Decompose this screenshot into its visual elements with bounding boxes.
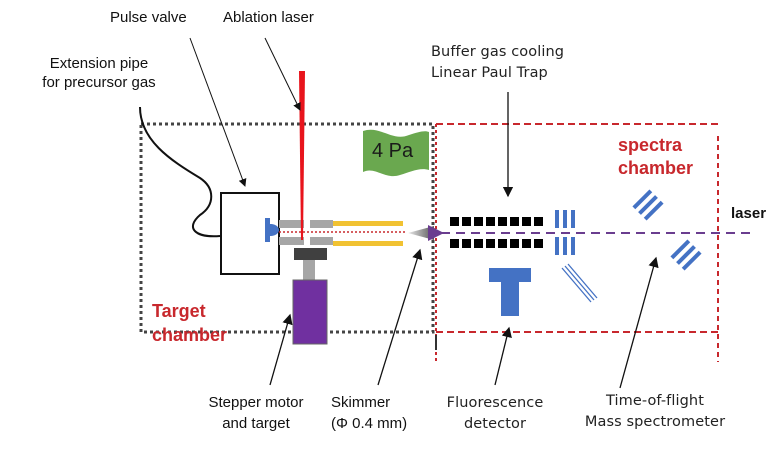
probe-laser-label: laser <box>731 205 767 222</box>
source-block-lower-right <box>310 237 333 245</box>
fluorescence-label-line1: Fluorescence <box>446 395 544 411</box>
tof-label-line2: Mass spectrometer <box>584 414 726 430</box>
paul-trap-lower-electrodes <box>450 239 543 248</box>
ion-lens-upper <box>555 210 575 228</box>
pulse-valve-nozzle <box>265 218 279 242</box>
skimmer <box>408 226 434 240</box>
source-block-upper-left <box>279 220 304 228</box>
target-holder <box>294 248 327 260</box>
pulse-valve-label: Pulse valve <box>110 9 187 26</box>
extension-pipe-label-line1: Extension pipe <box>49 55 149 72</box>
extension-pipe-label-line2: for precursor gas <box>42 74 156 91</box>
target-shaft <box>303 260 315 280</box>
source-block-upper-right <box>310 220 333 228</box>
paul-trap-label-line2: Linear Paul Trap <box>431 65 548 81</box>
extension-pipe <box>139 106 221 238</box>
stepper-motor <box>292 279 328 345</box>
guide-rod-upper <box>333 221 403 226</box>
ablation-laser-label: Ablation laser <box>223 9 314 26</box>
pulse-valve-pointer <box>189 37 247 187</box>
stepper-label-line2: and target <box>222 415 290 432</box>
fluorescence-detector <box>489 268 531 316</box>
target-chamber-label-line2: chamber <box>152 325 228 345</box>
pressure-flag <box>363 129 429 177</box>
stepper-label-line1: Stepper motor <box>208 394 304 411</box>
ablation-laser-beam <box>299 71 305 240</box>
fluorescence-pointer <box>494 326 512 386</box>
tof-label-line1: Time-of-flight <box>605 393 705 409</box>
guide-rod-lower <box>333 241 403 246</box>
fluorescence-label-line2: detector <box>463 416 527 432</box>
ablation-laser-pointer <box>264 37 301 111</box>
target-chamber-label-line1: Target <box>152 301 206 321</box>
stepper-pointer <box>269 313 293 386</box>
tof-electrodes-lower <box>670 239 702 271</box>
spectra-chamber-label-line1: spectra <box>618 135 683 155</box>
ion-lens-lower <box>555 237 575 255</box>
pressure-label: 4 Pa <box>372 140 414 162</box>
skimmer-label-line1: Skimmer <box>331 394 391 411</box>
source-block-lower-left <box>279 237 304 245</box>
tof-electrodes-upper <box>632 189 664 221</box>
skimmer-label-line2: (Φ 0.4 mm) <box>331 415 408 432</box>
paul-trap-upper-electrodes <box>450 217 543 226</box>
spectra-chamber-label-line2: chamber <box>618 158 694 178</box>
paul-trap-label-line1: Buffer gas cooling <box>431 44 565 60</box>
fluorescence-mirror <box>561 263 598 303</box>
tof-pointer <box>619 256 659 389</box>
spectra-chamber-outline <box>435 123 720 362</box>
skimmer-pointer <box>377 248 423 386</box>
